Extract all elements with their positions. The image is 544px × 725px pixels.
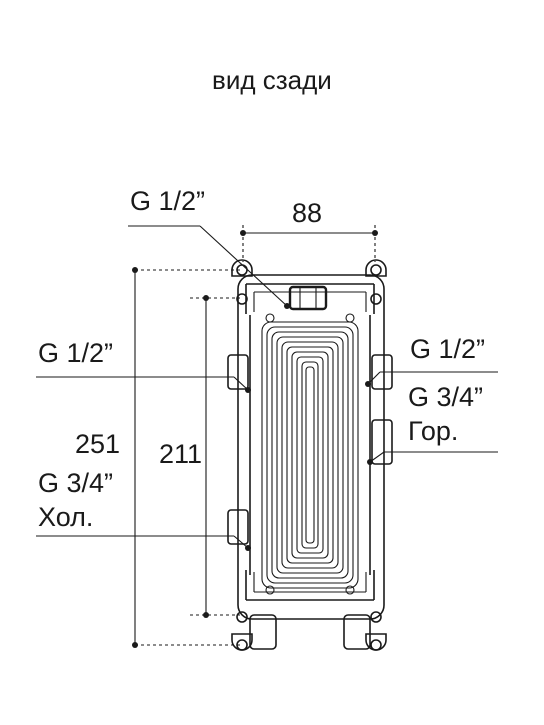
mounting-holes <box>236 264 382 651</box>
dimension-211-label: 211 <box>159 439 202 469</box>
dimension-211: 211 <box>159 295 240 618</box>
callout-left-label: G 1/2” <box>38 338 113 368</box>
callout-cold: G 3/4” Хол. <box>36 468 251 551</box>
view-title: вид сзади <box>212 65 332 95</box>
callout-hot: G 3/4” Гор. <box>367 382 498 465</box>
dimension-251: 251 <box>75 267 240 648</box>
callout-cold-size: G 3/4” <box>38 468 113 498</box>
dimension-251-label: 251 <box>75 429 120 459</box>
callout-top: G 1/2” <box>128 186 290 309</box>
dimension-88: 88 <box>240 198 378 262</box>
top-nut <box>288 285 328 311</box>
callout-right: G 1/2” <box>365 334 498 387</box>
callout-hot-size: G 3/4” <box>408 382 483 412</box>
valve-body <box>227 259 393 651</box>
callout-cold-name: Хол. <box>38 502 93 532</box>
callout-left: G 1/2” <box>36 338 251 393</box>
inner-contours <box>261 321 359 589</box>
callout-top-label: G 1/2” <box>130 186 205 216</box>
dimension-88-label: 88 <box>292 198 322 228</box>
callout-hot-name: Гор. <box>408 416 458 446</box>
callout-right-label: G 1/2” <box>410 334 485 364</box>
